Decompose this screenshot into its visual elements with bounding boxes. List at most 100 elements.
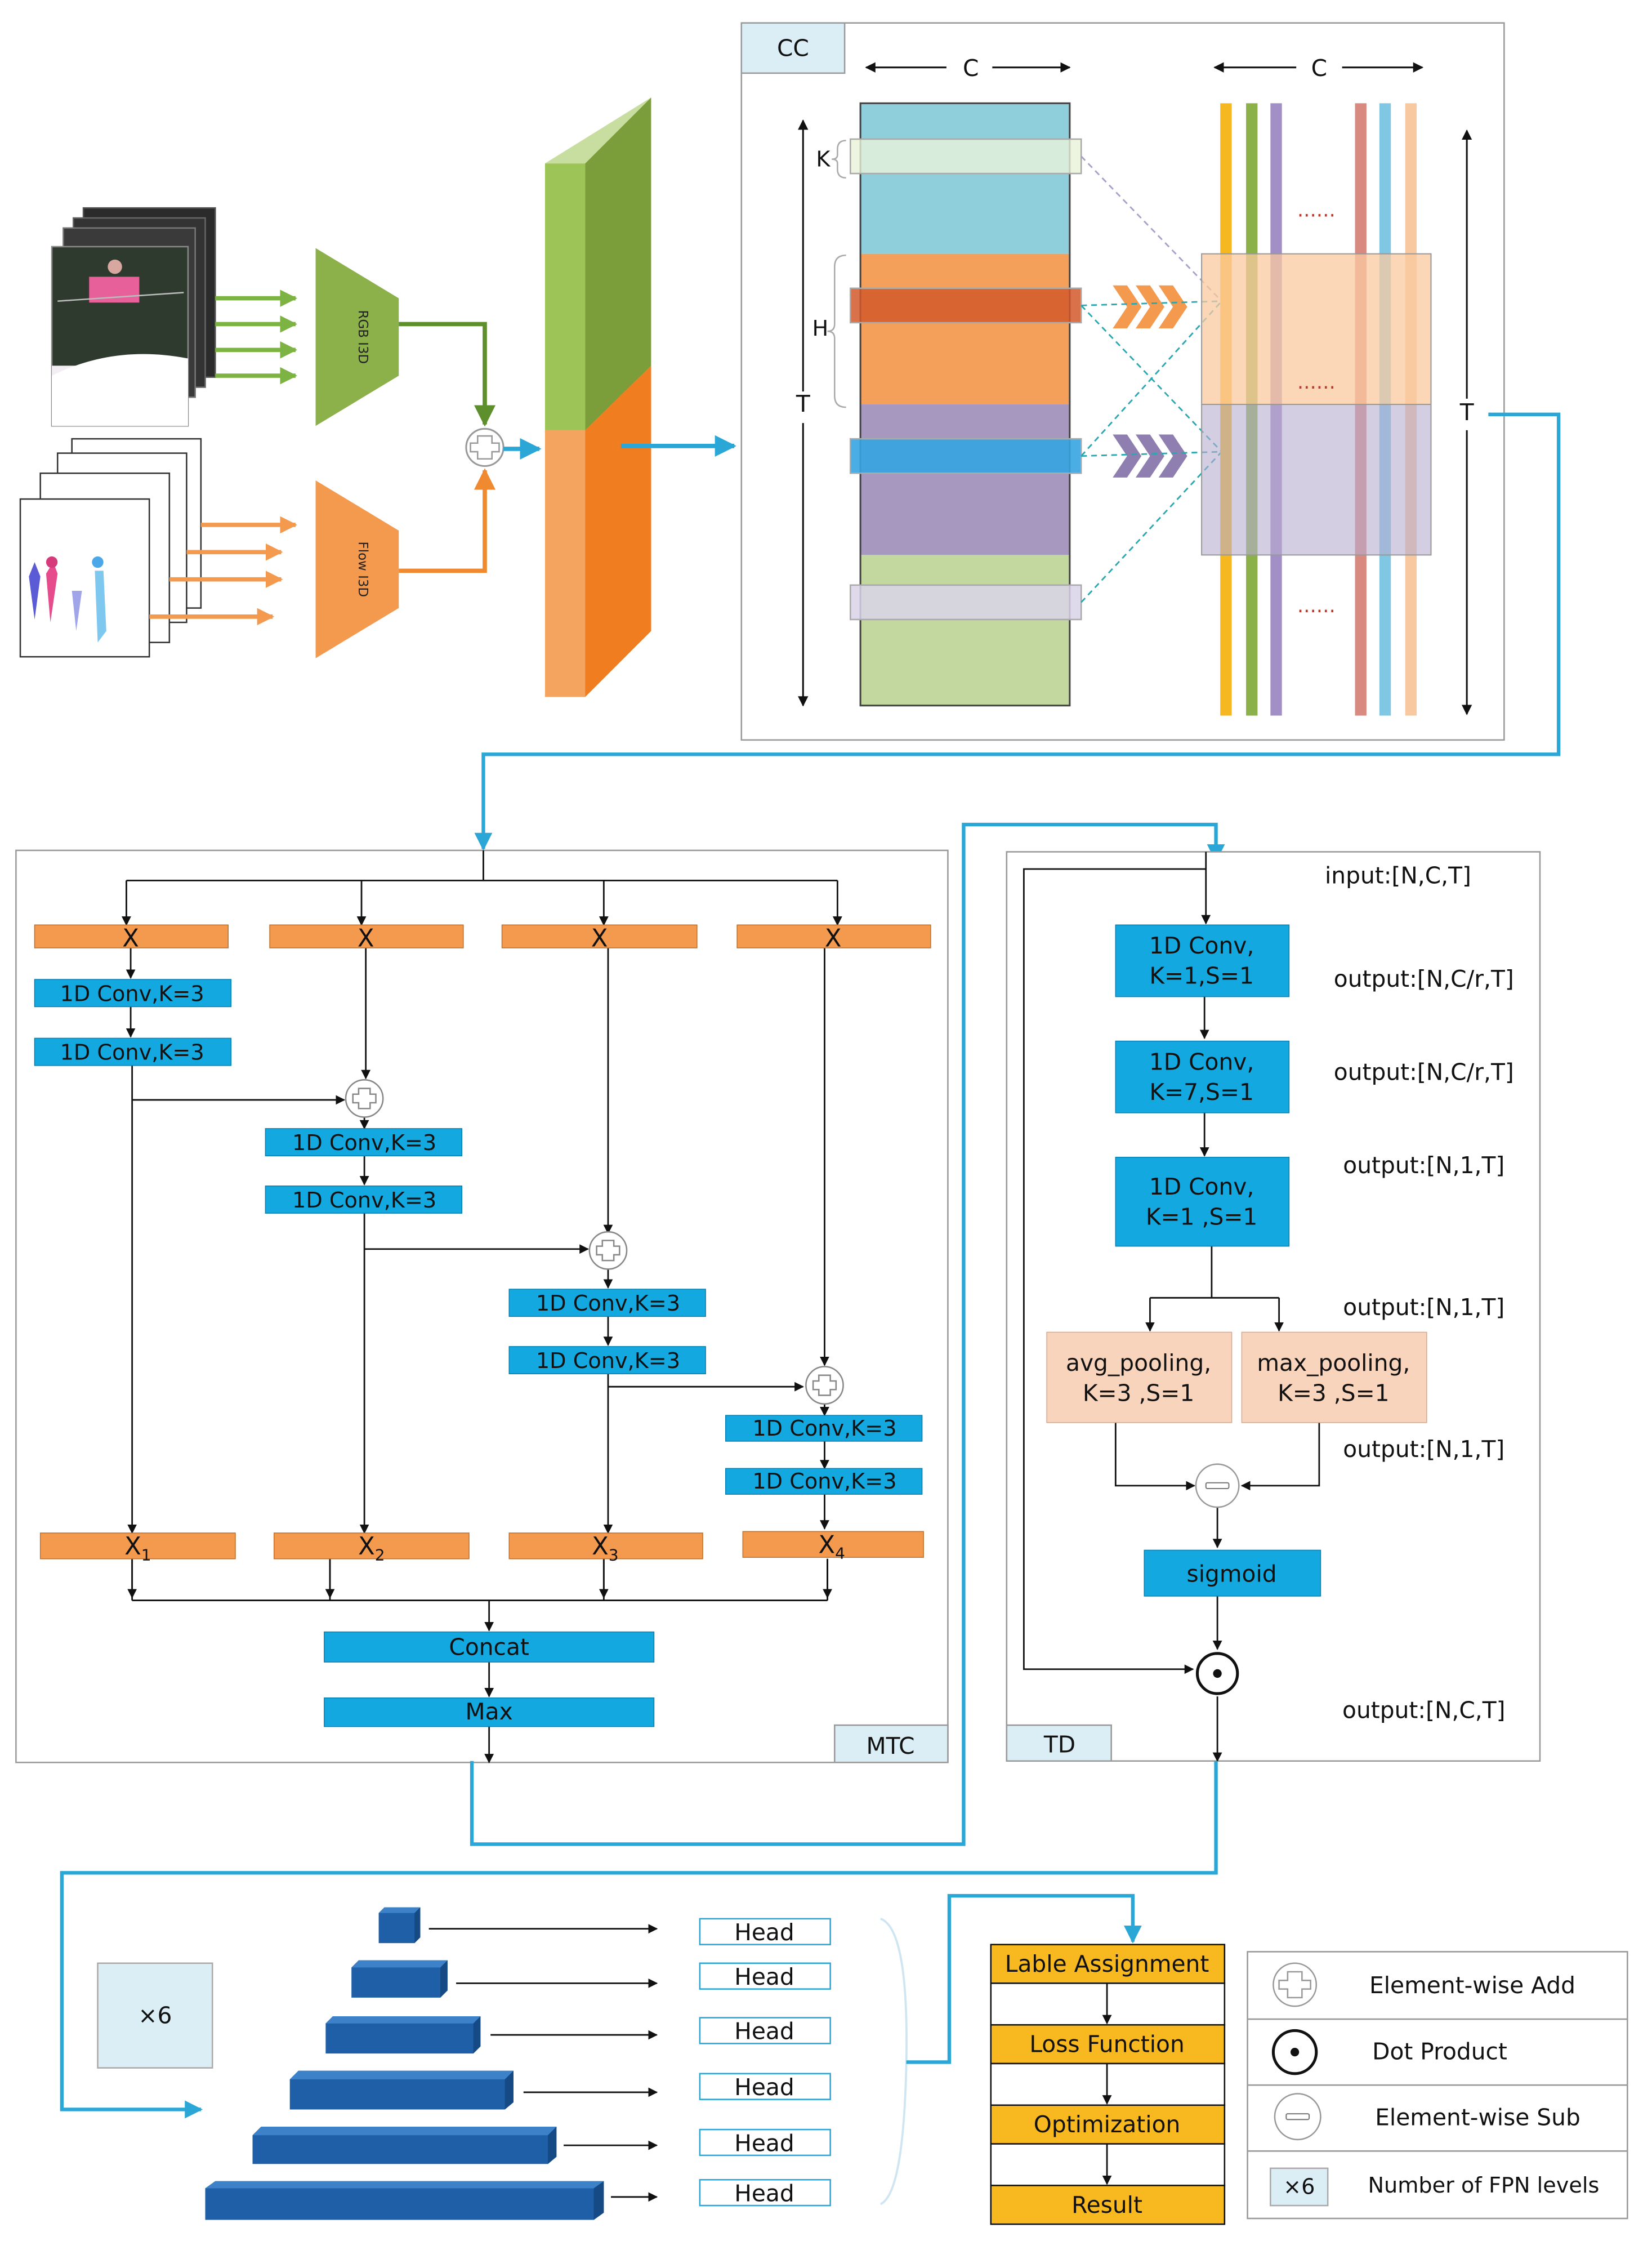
mtc-input-x1: X [122, 924, 139, 952]
fpn-head-6: Head [734, 2180, 794, 2207]
td-conv3-box [1115, 1157, 1290, 1247]
td-output4-label: output:[N,1,T] [1343, 1294, 1504, 1321]
mtc-output-x3: X [592, 1532, 609, 1561]
td-conv3-line1: 1D Conv, [1149, 1173, 1254, 1200]
mtc-conv-4a: 1D Conv,K=3 [752, 1416, 896, 1441]
svg-text:X3: X3 [592, 1532, 618, 1564]
svg-text:X4: X4 [818, 1531, 845, 1563]
cc-channel-stripes [1201, 103, 1432, 716]
mtc-panel: MTC [15, 849, 949, 1763]
legend-sub-icon [1274, 2093, 1321, 2141]
cc-tag: CC [777, 34, 809, 61]
cc-panel: CC C C T K H [740, 22, 1505, 741]
rgb-arrows [215, 289, 297, 385]
mtc-output-x2-sub: 2 [375, 1545, 385, 1564]
mtc-input-x4: X [825, 924, 842, 952]
mtc-output-x1: X [124, 1532, 141, 1561]
svg-text:X2: X2 [358, 1532, 385, 1564]
td-output1-label: output:[N,C/r,T] [1334, 965, 1514, 992]
mtc-to-td-connector [470, 822, 1225, 1846]
fpn-head-3: Head [734, 2018, 794, 2045]
mtc-conv-4b: 1D Conv,K=3 [752, 1469, 896, 1494]
fused-feature-block [544, 97, 651, 697]
mtc-input-bars: X X X X [34, 924, 931, 952]
input-section: RGB I3D Flow I3D [19, 97, 736, 697]
cc-chevrons-purple [1113, 434, 1187, 478]
flow-arrows [149, 516, 297, 626]
cc-t-left-label: T [796, 390, 810, 417]
flow-frame-stack [19, 438, 202, 658]
td-connections [1023, 852, 1320, 1762]
fpn-levels-box [97, 1962, 213, 2069]
mtc-concat-label: Concat [449, 1633, 529, 1660]
mtc-conv-3b: 1D Conv,K=3 [536, 1349, 680, 1374]
td-conv1-box [1115, 924, 1290, 997]
flow-to-add-arrow [399, 468, 496, 573]
td-conv2-line2: K=7,S=1 [1149, 1079, 1254, 1106]
cc-dots-bottom: ...... [1297, 594, 1336, 617]
legend-add-icon [1273, 1962, 1318, 2007]
fpn-heads-brace [879, 1918, 908, 2206]
flow-i3d-block: Flow I3D [315, 480, 399, 658]
legend-fpn-label: Number of FPN levels [1368, 2173, 1599, 2198]
cc-to-mtc-connector [474, 412, 1561, 851]
legend-dot-product-icon [1271, 2029, 1318, 2075]
heads-to-pipeline-connector [906, 1893, 1142, 2064]
rgb-i3d-label: RGB I3D [355, 310, 370, 364]
fpn-head-4: Head [734, 2074, 794, 2101]
fpn-pyramid [205, 1907, 604, 2220]
mtc-input-x2: X [358, 924, 374, 952]
cc-dots-middle: ...... [1297, 371, 1336, 394]
fpn-section: ×6 [97, 1907, 908, 2220]
fpn-head-1: Head [734, 1919, 794, 1946]
td-conv1-line1: 1D Conv, [1149, 932, 1254, 959]
td-sub-icon [1195, 1463, 1240, 1508]
pipeline-result-text: Result [1071, 2191, 1142, 2218]
td-sigmoid-label: sigmoid [1187, 1560, 1277, 1587]
rgb-i3d-block: RGB I3D [315, 248, 399, 426]
td-conv2-box [1115, 1040, 1290, 1113]
td-sigmoid-box [1144, 1549, 1321, 1597]
pipeline-optimization [990, 2104, 1226, 2145]
mtc-tag: MTC [867, 1732, 915, 1759]
flow-i3d-label: Flow I3D [355, 542, 370, 598]
legend-dot-product-label: Dot Product [1372, 2038, 1507, 2065]
fpn-head-arrows [428, 1924, 658, 2202]
pipeline-loss-function-text: Loss Function [1029, 2031, 1184, 2058]
pipeline-optimization-text: Optimization [1034, 2111, 1180, 2138]
mtc-conv-1b: 1D Conv,K=3 [60, 1041, 204, 1066]
td-input-label: input:[N,C,T] [1325, 862, 1471, 889]
mtc-max-label: Max [466, 1698, 513, 1725]
legend-fpn-badge-text: ×6 [1283, 2175, 1315, 2200]
cc-dots-top: ...... [1297, 198, 1336, 221]
cc-t-right-label: T [1459, 399, 1474, 426]
cc-feature-column [850, 102, 1082, 707]
td-output2-label: output:[N,C/r,T] [1334, 1058, 1514, 1085]
td-conv2-line1: 1D Conv, [1149, 1048, 1254, 1075]
svg-text:X1: X1 [124, 1532, 151, 1564]
pipeline-loss-function [990, 2024, 1226, 2065]
legend: Element-wise Add Dot Product Element-wis… [1247, 1951, 1628, 2220]
td-avg-pool-box [1046, 1331, 1233, 1423]
cc-k-label: K [816, 147, 831, 172]
fpn-levels-label: ×6 [138, 2002, 172, 2029]
rgb-to-add-arrow [399, 322, 496, 427]
training-pipeline: Lable Assignment Loss Function Optimizat… [990, 1944, 1226, 2225]
pipeline-result [990, 2185, 1226, 2225]
rgb-frame-stack [51, 207, 216, 427]
cc-h-label: H [812, 317, 828, 341]
cc-c-right-label: C [1311, 55, 1327, 82]
mtc-output-x4: X [818, 1531, 835, 1560]
input-add-icon [465, 427, 504, 467]
mtc-output-x2: X [358, 1532, 375, 1561]
cc-mapping-lines [1081, 155, 1222, 603]
mtc-output-x3-sub: 3 [609, 1545, 619, 1564]
cc-c-left-label: C [963, 55, 979, 82]
legend-fpn-badge [1270, 2167, 1329, 2207]
mtc-connections [122, 850, 842, 1763]
td-conv1-line2: K=1,S=1 [1149, 963, 1254, 990]
pipeline-label-assignment [990, 1944, 1226, 1984]
pipeline-label-assignment-text: Lable Assignment [1005, 1950, 1209, 1977]
mtc-output-bars: X1 X2 X3 X4 [39, 1531, 924, 1564]
